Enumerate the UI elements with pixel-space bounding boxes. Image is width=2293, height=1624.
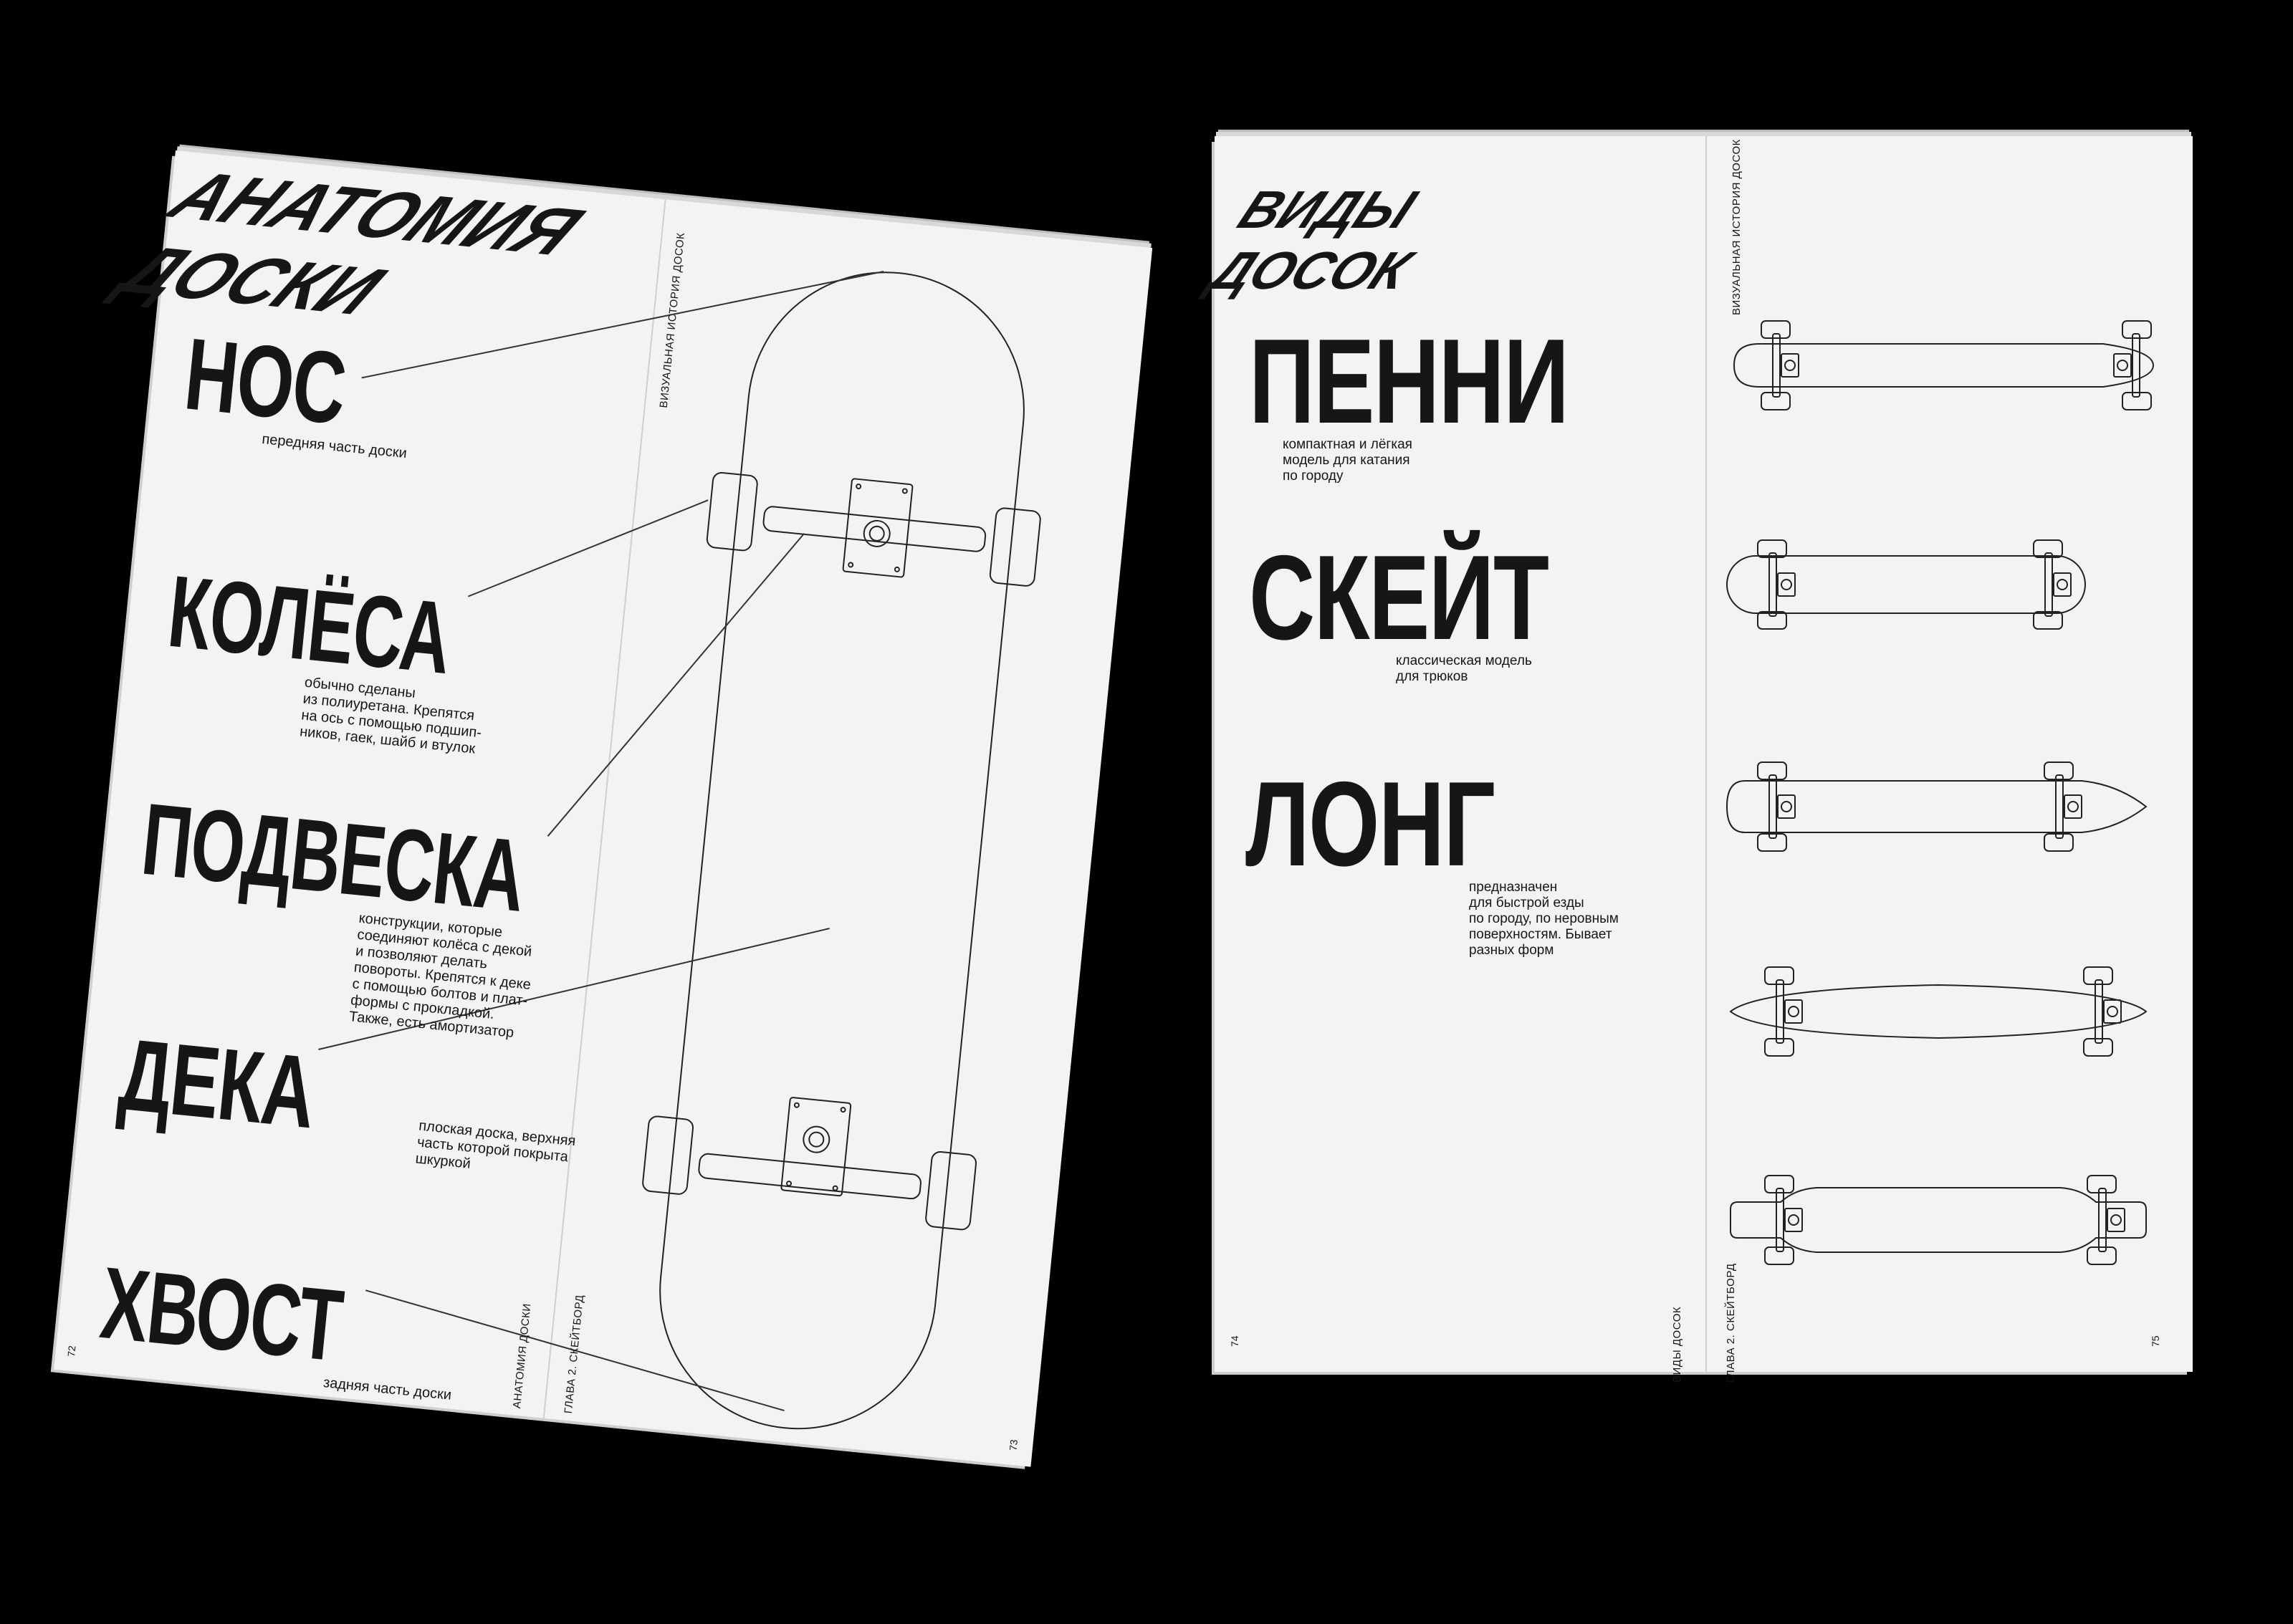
board-cruiser	[1725, 780, 2148, 833]
wheel-icon	[925, 1150, 977, 1231]
part-heading-tail: ХВОСТ	[95, 1246, 347, 1383]
board-types-diagram	[1725, 320, 2155, 1265]
board-longboard	[1730, 1187, 2147, 1253]
board-pintail	[1729, 984, 2148, 1039]
board-penny	[1733, 343, 2155, 388]
wheel-icon	[642, 1115, 694, 1195]
baseplate	[842, 478, 914, 578]
leader-line-tail	[365, 1289, 785, 1412]
page-number-left: 72	[65, 1345, 78, 1358]
truck-icon	[1761, 320, 1799, 410]
wheel-icon	[989, 507, 1041, 587]
section-label: ВИДЫ ДОСОК	[1671, 1306, 1683, 1383]
type-heading-skate: СКЕЙТ	[1249, 530, 1549, 665]
type-heading-penny: ПЕННИ	[1249, 314, 1569, 448]
type-heading-long: ЛОНГ	[1245, 756, 1495, 891]
type-desc-penny: компактная и лёгкая модель для катания п…	[1283, 437, 1412, 484]
left-spread-anatomy: АНАТОМИЯ ДОСКИ НОС передняя часть доски …	[54, 150, 1153, 1467]
board-skate	[1726, 555, 2086, 614]
part-heading-wheels: КОЛЁСА	[163, 554, 455, 696]
leader-line-wheels	[467, 499, 709, 597]
right-spread-board-types: ВИДЫ ДОСОК ПЕННИ компактная и лёгкая мод…	[1201, 136, 2193, 1383]
page-number-right: 75	[2150, 1335, 2161, 1347]
part-heading-deck: ДЕКА	[114, 1017, 320, 1150]
truck-icon	[2113, 320, 2152, 410]
truck-icon	[2044, 761, 2082, 852]
truck-icon	[1764, 966, 1803, 1057]
type-desc-skate: классическая модель для трюков	[1396, 653, 1532, 684]
baseplate	[780, 1097, 852, 1197]
truck-icon	[2033, 539, 2072, 630]
part-heading-nose: НОС	[180, 317, 350, 446]
skateboard-diagram	[318, 270, 1041, 1430]
hanger	[762, 506, 987, 552]
truck-icon	[2087, 1175, 2125, 1265]
leader-line-trucks	[547, 533, 805, 837]
chapter-label: ГЛАВА 2. СКЕЙТБОРД	[1725, 1263, 1737, 1383]
wheel-icon	[706, 471, 758, 552]
page-number-left: 74	[1229, 1335, 1240, 1347]
page-number-right: 73	[1007, 1438, 1020, 1451]
type-desc-long: предназначен для быстрой езды по городу,…	[1469, 880, 1619, 958]
deck-outline	[659, 272, 1025, 1430]
leader-line-nose	[361, 270, 884, 379]
truck-icon	[1757, 539, 1796, 630]
hanger	[698, 1153, 921, 1200]
gutter	[1705, 136, 1707, 1372]
leader-line-deck	[318, 928, 830, 1050]
running-head: ВИЗУАЛЬНАЯ ИСТОРИЯ ДОСОК	[1730, 139, 1743, 315]
truck-icon	[2083, 966, 2122, 1057]
truck-icon	[1757, 761, 1796, 852]
part-desc-trucks: конструкции, которые соединяют колёса с …	[348, 910, 533, 1041]
truck-icon	[1764, 1175, 1803, 1265]
